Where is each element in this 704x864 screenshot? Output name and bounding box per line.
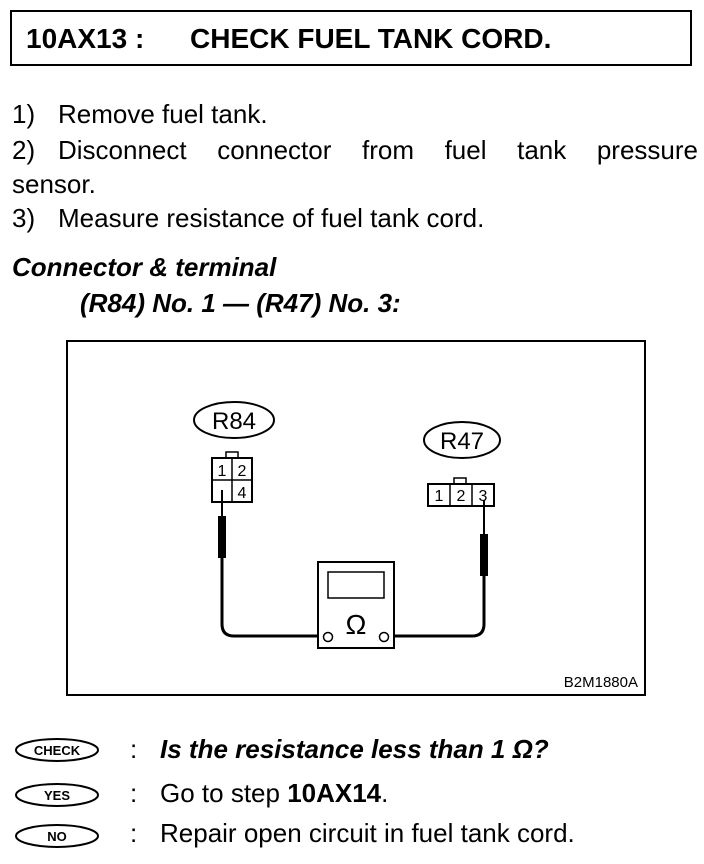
r47-pin: 1 [435,488,444,505]
yes-answer-suffix: . [381,778,389,808]
check-badge: CHECK [15,738,99,762]
r84-pin: 2 [238,463,247,480]
diagram-frame [66,340,646,696]
procedure-step-2-continued: sensor. [12,168,96,200]
step-text: Measure resistance of fuel tank cord. [58,203,485,233]
step-id: 10AX13 : [26,23,145,54]
connector-r47: 1 2 3 [427,477,495,507]
test-lead-right [388,500,488,638]
yes-answer: Go to step 10AX14. [160,778,388,809]
svg-text:NO: NO [47,829,67,844]
step-number: 2) [12,135,36,165]
r84-pin: 4 [238,485,247,502]
step-header: 10AX13 : CHECK FUEL TANK CORD. [10,10,692,66]
svg-text:CHECK: CHECK [34,743,81,758]
step-text: Remove fuel tank. [58,99,268,129]
check-colon: : [130,734,138,764]
procedure-step-3: 3) Measure resistance of fuel tank cord. [12,202,484,234]
svg-text:YES: YES [44,788,70,803]
connector-r47-label: R47 [423,421,501,459]
svg-text:R84: R84 [212,408,256,435]
r47-pin: 3 [479,488,488,505]
figure-code: B2M1880A [564,674,638,691]
no-badge: NO [15,824,99,848]
procedure-step-2: 2) Disconnect connector from fuel tank pr… [12,134,698,166]
test-lead-left [218,490,322,638]
step-number: 1) [12,99,36,129]
meter-terminal [378,631,390,643]
connector-r84-label: R84 [193,401,275,439]
meter-terminal [322,631,334,643]
ohmmeter: Ω [317,561,395,649]
yes-target-step: 10AX14 [287,778,382,808]
step-text: sensor. [12,169,96,199]
r47-pin: 2 [457,488,466,505]
step-number: 3) [12,203,36,233]
no-colon: : [130,818,138,848]
yes-badge: YES [15,783,99,807]
wiring-diagram: R84 1 2 4 R47 1 2 3 [66,340,646,696]
connector-r84: 1 2 4 [211,451,253,503]
r84-pin: 1 [218,463,227,480]
check-question: Is the resistance less than 1 Ω? [160,734,549,764]
yes-answer-prefix: Go to step [160,778,288,808]
yes-colon: : [130,778,138,808]
meter-display [327,571,385,599]
connector-spec: (R84) No. 1 — (R47) No. 3: [80,288,401,318]
procedure-step-1: 1) Remove fuel tank. [12,98,268,130]
no-answer: Repair open circuit in fuel tank cord. [160,818,575,848]
svg-text:R47: R47 [440,428,484,455]
step-title: CHECK FUEL TANK CORD. [190,23,552,54]
ohm-symbol: Ω [346,609,367,640]
step-text: Disconnect connector from fuel tank pres… [58,135,698,165]
connector-heading: Connector & terminal [12,252,277,282]
